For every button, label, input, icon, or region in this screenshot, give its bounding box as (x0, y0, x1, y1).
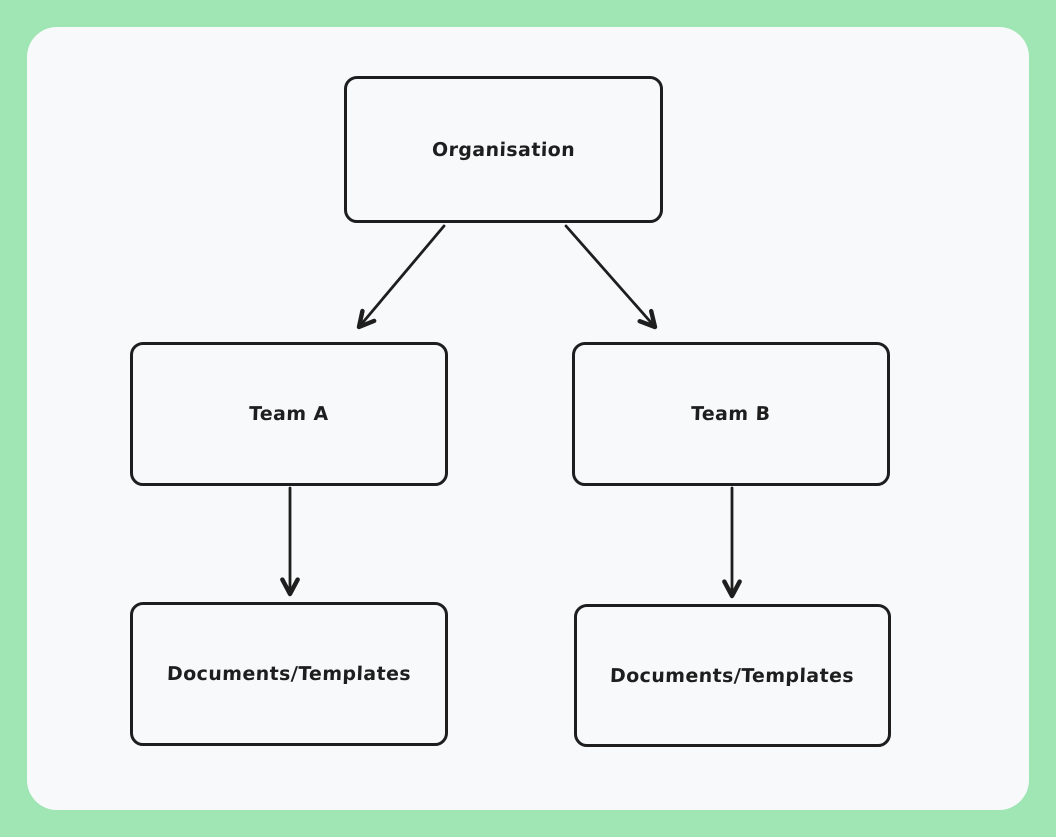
node-team-b[interactable]: Team B (572, 342, 890, 486)
node-team-a[interactable]: Team A (130, 342, 448, 486)
node-team-b-label: Team B (690, 403, 772, 425)
node-team-a-label: Team A (248, 403, 330, 425)
node-documents-templates-right-label: Documents/Templates (610, 664, 855, 687)
node-documents-templates-right[interactable]: Documents/Templates (574, 604, 891, 747)
node-organisation[interactable]: Organisation (344, 76, 663, 223)
node-documents-templates-left-label: Documents/Templates (166, 663, 412, 685)
node-organisation-label: Organisation (431, 138, 576, 161)
node-documents-templates-left[interactable]: Documents/Templates (130, 602, 448, 746)
